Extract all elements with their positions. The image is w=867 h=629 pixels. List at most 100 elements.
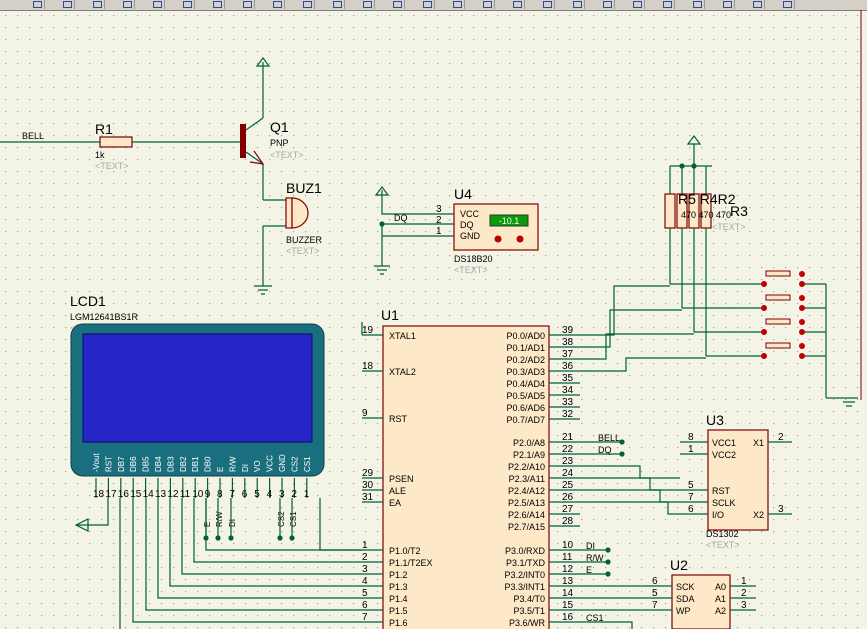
property-icon[interactable]	[600, 0, 615, 9]
u1-di-net: DI	[586, 541, 595, 551]
new-sheet-icon[interactable]	[720, 0, 735, 9]
zoom-out-icon[interactable]	[120, 0, 135, 9]
delete-sheet-icon[interactable]	[750, 0, 765, 9]
zoom-fit-icon[interactable]	[150, 0, 165, 9]
pick-device-icon[interactable]	[450, 0, 465, 9]
lcd-pin-number: 18	[93, 489, 105, 500]
u1-pin-number: 7	[362, 612, 368, 623]
schematic-canvas[interactable]: BELL R1 1k <TEXT> Q1 PNP <TEXT> BUZ1 BUZ…	[0, 10, 867, 629]
lcd-pin-number: 15	[130, 489, 142, 500]
u2-pin-number: 3	[741, 600, 747, 611]
u1-pin-name: P1.2	[389, 570, 408, 580]
u1-pin-name: P3.0/RXD	[505, 546, 546, 556]
u1-pin-number: 4	[362, 576, 368, 587]
wire-autoroute-icon[interactable]	[540, 0, 555, 9]
lcd1-module[interactable]: LCD1 LGM12641BS1R <TEXT> 18-Vout17RST16D…	[70, 293, 325, 541]
copy-icon[interactable]	[270, 0, 285, 9]
zoom-in-icon[interactable]	[90, 0, 105, 9]
block-move-icon[interactable]	[360, 0, 375, 9]
lcd-pin-name: DB6	[129, 456, 138, 472]
u3-pin-number: 2	[778, 432, 784, 443]
lcd-pin-number: 14	[143, 489, 155, 500]
lcd-net-label: R/W	[215, 511, 224, 527]
u3-part: DS1302	[706, 529, 739, 539]
u2-pin-name: A1	[715, 594, 726, 604]
redo-icon-glyph	[213, 1, 222, 8]
wire-icon-glyph	[63, 1, 72, 8]
u3-pin-name: X1	[753, 438, 764, 448]
pushbutton[interactable]	[694, 318, 826, 335]
block-delete-icon[interactable]	[420, 0, 435, 9]
sensor-temperature-display: -10.1	[499, 216, 520, 226]
u1-pin-number: 29	[362, 468, 374, 479]
lcd-pin-number: 12	[167, 489, 179, 500]
u1-pin-number: 15	[562, 600, 574, 611]
u1-ref: U1	[381, 307, 399, 323]
search-icon[interactable]	[570, 0, 585, 9]
lcd-net-label: DI	[228, 519, 237, 527]
u1-pin-name: P3.3/INT1	[504, 582, 545, 592]
u4-text-placeholder: <TEXT>	[454, 265, 488, 275]
u3-ref: U3	[706, 412, 724, 428]
u1-pin-number: 38	[562, 337, 574, 348]
undo-icon[interactable]	[180, 0, 195, 9]
u1-pin-name: P0.4/AD4	[506, 379, 545, 389]
block-rotate-icon[interactable]	[390, 0, 405, 9]
pick-device-icon-glyph	[453, 1, 462, 8]
q1-transistor[interactable]: Q1 PNP <TEXT>	[240, 57, 304, 200]
buz1-type: BUZZER	[286, 235, 323, 245]
paste-icon[interactable]	[300, 0, 315, 9]
resistor-pack[interactable]: R5 R4R2 R3 470 470 470 <TEXT>	[664, 135, 748, 356]
pushbutton[interactable]	[682, 294, 826, 311]
q1-type: PNP	[270, 138, 289, 148]
cut-icon[interactable]	[240, 0, 255, 9]
u3-pin-number: 5	[688, 480, 694, 491]
paste-icon-glyph	[303, 1, 312, 8]
lcd-pin-name: DI	[241, 464, 250, 472]
zoom-area-icon[interactable]	[780, 0, 795, 9]
u2-pin-number: 7	[652, 600, 658, 611]
pushbutton[interactable]	[706, 342, 826, 359]
decompose-icon[interactable]	[510, 0, 525, 9]
lcd-pin-name: DB7	[117, 456, 126, 472]
make-device-icon-glyph	[483, 1, 492, 8]
pushbutton-group[interactable]	[670, 270, 858, 407]
grid-icon[interactable]	[30, 0, 45, 9]
q1-text-placeholder: <TEXT>	[270, 150, 304, 160]
u1-pin-name: P0.3/AD3	[506, 367, 545, 377]
wire-icon[interactable]	[60, 0, 75, 9]
make-device-icon[interactable]	[480, 0, 495, 9]
u4-pin-name: VCC	[460, 209, 480, 219]
u4-pin-number: 1	[436, 226, 442, 237]
netlist-icon[interactable]	[630, 0, 645, 9]
u2-pin-number: 2	[741, 588, 747, 599]
u1-pin-number: 3	[362, 564, 368, 575]
u1-cs1-net: CS1	[586, 613, 604, 623]
u4-pin-name: DQ	[460, 220, 474, 230]
buz1-buzzer[interactable]: BUZ1 BUZZER <TEXT>	[254, 180, 323, 295]
u1-pin-name: P1.1/T2EX	[389, 558, 433, 568]
buz1-ref: BUZ1	[286, 180, 322, 196]
u3-pin-name: VCC1	[712, 438, 736, 448]
lcd-pin-number: 5	[254, 489, 260, 500]
block-copy-icon[interactable]	[330, 0, 345, 9]
rpack-refs: R5 R4R2	[678, 191, 736, 207]
u1-pin-name: P2.7/A15	[508, 522, 545, 532]
lcd-net-label: E	[203, 522, 212, 527]
toolbar	[0, 0, 867, 11]
block-delete-icon-glyph	[423, 1, 432, 8]
bom-icon[interactable]	[660, 0, 675, 9]
redo-icon[interactable]	[210, 0, 225, 9]
design-explorer-icon[interactable]	[690, 0, 705, 9]
r1-resistor[interactable]: BELL R1 1k <TEXT>	[0, 121, 240, 171]
u1-pin-name: EA	[389, 498, 401, 508]
r1-value: 1k	[95, 150, 105, 160]
u1-pin-name: PSEN	[389, 474, 414, 484]
pushbutton[interactable]	[670, 270, 826, 287]
lcd-pin-number: 8	[217, 489, 223, 500]
lcd-pin-name: R/W	[228, 456, 237, 472]
